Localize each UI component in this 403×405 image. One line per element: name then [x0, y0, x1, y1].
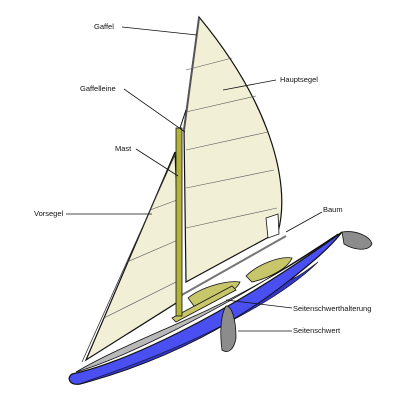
- mast: [175, 127, 183, 317]
- label-vorsegel: Vorsegel: [34, 209, 64, 218]
- crossbar: [171, 285, 237, 323]
- side-board: [220, 305, 237, 352]
- label-mast: Mast: [115, 144, 132, 153]
- hull-lower: [79, 261, 319, 385]
- gaff: [183, 17, 200, 131]
- label-baum: Baum: [323, 205, 343, 214]
- rudder: [341, 231, 373, 250]
- label-gaffel: Gaffel: [94, 22, 114, 31]
- fore-sail-seams: [103, 199, 181, 319]
- main-sail: [183, 15, 283, 284]
- sail-patch: [265, 213, 280, 239]
- main-sail-seams: [185, 57, 278, 229]
- cockpit-front: [187, 281, 241, 307]
- gaff-line: [179, 109, 187, 129]
- cockpit-rear: [245, 257, 293, 283]
- label-gaffelleine: Gaffelleine: [80, 84, 116, 93]
- deck: [75, 233, 339, 373]
- label-seitenschwerthalterung: Seitenschwerthalterung: [293, 304, 371, 313]
- leader-lines: [66, 26, 323, 332]
- label-seitenschwert: Seitenschwert: [293, 326, 341, 335]
- label-hauptsegel: Hauptsegel: [280, 75, 318, 84]
- boom: [179, 235, 287, 297]
- forestay: [81, 147, 179, 363]
